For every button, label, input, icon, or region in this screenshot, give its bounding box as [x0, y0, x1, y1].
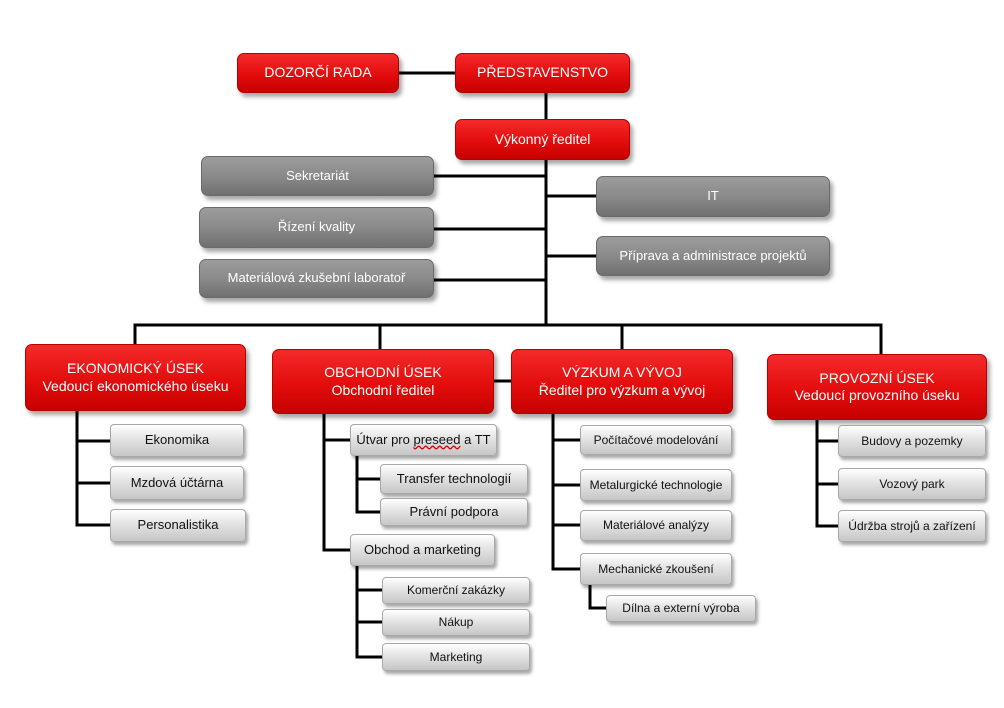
obchod-marketing-box: Obchod a marketing [350, 534, 495, 566]
rizeni-kvality-label: Řízení kvality [277, 219, 356, 235]
personalistika-box: Personalistika [110, 509, 246, 542]
pravni-podpora-box: Právní podpora [380, 498, 528, 526]
ekonomika-label: Ekonomika [144, 432, 210, 448]
obchod-marketing-label: Obchod a marketing [363, 541, 482, 557]
budovy-pozemky-box: Budovy a pozemky [838, 425, 986, 457]
budovy-pozemky-label: Budovy a pozemky [861, 433, 963, 448]
pocitacove-modelovani-label: Počítačové modelování [593, 432, 719, 447]
sekretariat-box: Sekretariát [201, 156, 434, 196]
utvar-label-suffix: a TT [460, 431, 491, 447]
materialove-analyzy-box: Materiálové analýzy [580, 510, 732, 541]
dilna-externi-vyroba-box: Dílna a externí výroba [606, 595, 756, 622]
metalurgicke-technologie-label: Metalurgické technologie [589, 477, 723, 492]
marketing-label: Marketing [429, 649, 483, 664]
utvar-preseed-label: Útvar pro preseed a TT [356, 432, 490, 448]
komercni-zakazky-label: Komerční zakázky [406, 583, 506, 597]
obchodni-usek-box: OBCHODNÍ ÚSEK Obchodní ředitel [272, 349, 494, 414]
mechanicke-zkouseni-box: Mechanické zkoušení [580, 553, 732, 585]
utvar-preseed-box: Útvar pro preseed a TT [350, 424, 497, 456]
mzdova-uctarna-label: Mzdová účtárna [130, 474, 224, 490]
obchodni-usek-title: OBCHODNÍ ÚSEK [324, 364, 442, 380]
provozni-usek-title: PROVOZNÍ ÚSEK [819, 369, 935, 386]
materialove-analyzy-label: Materiálové analýzy [602, 518, 710, 532]
vyzkum-vyvoj-box: VÝZKUM A VÝVOJ Ředitel pro výzkum a vývo… [511, 349, 733, 414]
pocitacove-modelovani-box: Počítačové modelování [580, 425, 732, 455]
it-box: IT [596, 176, 830, 217]
udrzba-stroju-label: Údržba strojů a zařízení [848, 518, 976, 533]
vozovy-park-label: Vozový park [879, 476, 945, 491]
nakup-label: Nákup [438, 615, 474, 629]
mechanicke-zkouseni-label: Mechanické zkoušení [598, 561, 714, 576]
provozni-usek-head: Vedoucí provozního úseku [794, 387, 960, 403]
dilna-externi-vyroba-label: Dílna a externí výroba [622, 601, 740, 615]
dozorci-rada-label: DOZORČÍ RADA [264, 64, 372, 81]
predstavenstvo-label: PŘEDSTAVENSTVO [477, 64, 608, 81]
marketing-box: Marketing [382, 643, 530, 671]
ekonomicky-usek-title: EKONOMICKÝ ÚSEK [67, 360, 204, 376]
rizeni-kvality-box: Řízení kvality [199, 207, 434, 248]
ekonomicky-usek-box: EKONOMICKÝ ÚSEK Vedoucí ekonomického úse… [25, 344, 246, 411]
mzdova-uctarna-box: Mzdová účtárna [110, 466, 244, 500]
metalurgicke-technologie-box: Metalurgické technologie [580, 469, 732, 501]
predstavenstvo-box: PŘEDSTAVENSTVO [455, 53, 630, 93]
transfer-technologii-box: Transfer technologií [380, 464, 528, 494]
priprava-projektu-box: Příprava a administrace projektů [596, 236, 830, 276]
utvar-label-preseed: preseed [413, 431, 461, 447]
vozovy-park-box: Vozový park [838, 468, 986, 500]
komercni-zakazky-box: Komerční zakázky [382, 577, 530, 604]
materialova-laborator-label: Materiálová zkušební laboratoř [227, 270, 406, 286]
ekonomika-box: Ekonomika [110, 424, 244, 457]
priprava-projektu-label: Příprava a administrace projektů [619, 247, 807, 263]
obchodni-usek-head: Obchodní ředitel [331, 381, 435, 398]
utvar-label-prefix: Útvar pro [356, 431, 414, 447]
pravni-podpora-label: Právní podpora [409, 503, 499, 519]
udrzba-stroju-box: Údržba strojů a zařízení [838, 510, 986, 542]
vyzkum-vyvoj-head: Ředitel pro výzkum a vývoj [538, 381, 706, 398]
provozni-usek-box: PROVOZNÍ ÚSEK Vedoucí provozního úseku [767, 354, 987, 420]
vykonny-reditel-label: Výkonný ředitel [494, 130, 591, 147]
dozorci-rada-box: DOZORČÍ RADA [237, 53, 399, 93]
sekretariat-label: Sekretariát [286, 167, 349, 183]
transfer-technologii-label: Transfer technologií [396, 470, 512, 486]
personalistika-label: Personalistika [137, 517, 219, 533]
materialova-laborator-box: Materiálová zkušební laboratoř [199, 259, 434, 298]
vyzkum-vyvoj-title: VÝZKUM A VÝVOJ [562, 364, 682, 380]
nakup-box: Nákup [382, 609, 530, 636]
vykonny-reditel-box: Výkonný ředitel [455, 119, 630, 160]
it-label: IT [707, 188, 719, 204]
ekonomicky-usek-head: Vedoucí ekonomického úseku [42, 377, 229, 394]
